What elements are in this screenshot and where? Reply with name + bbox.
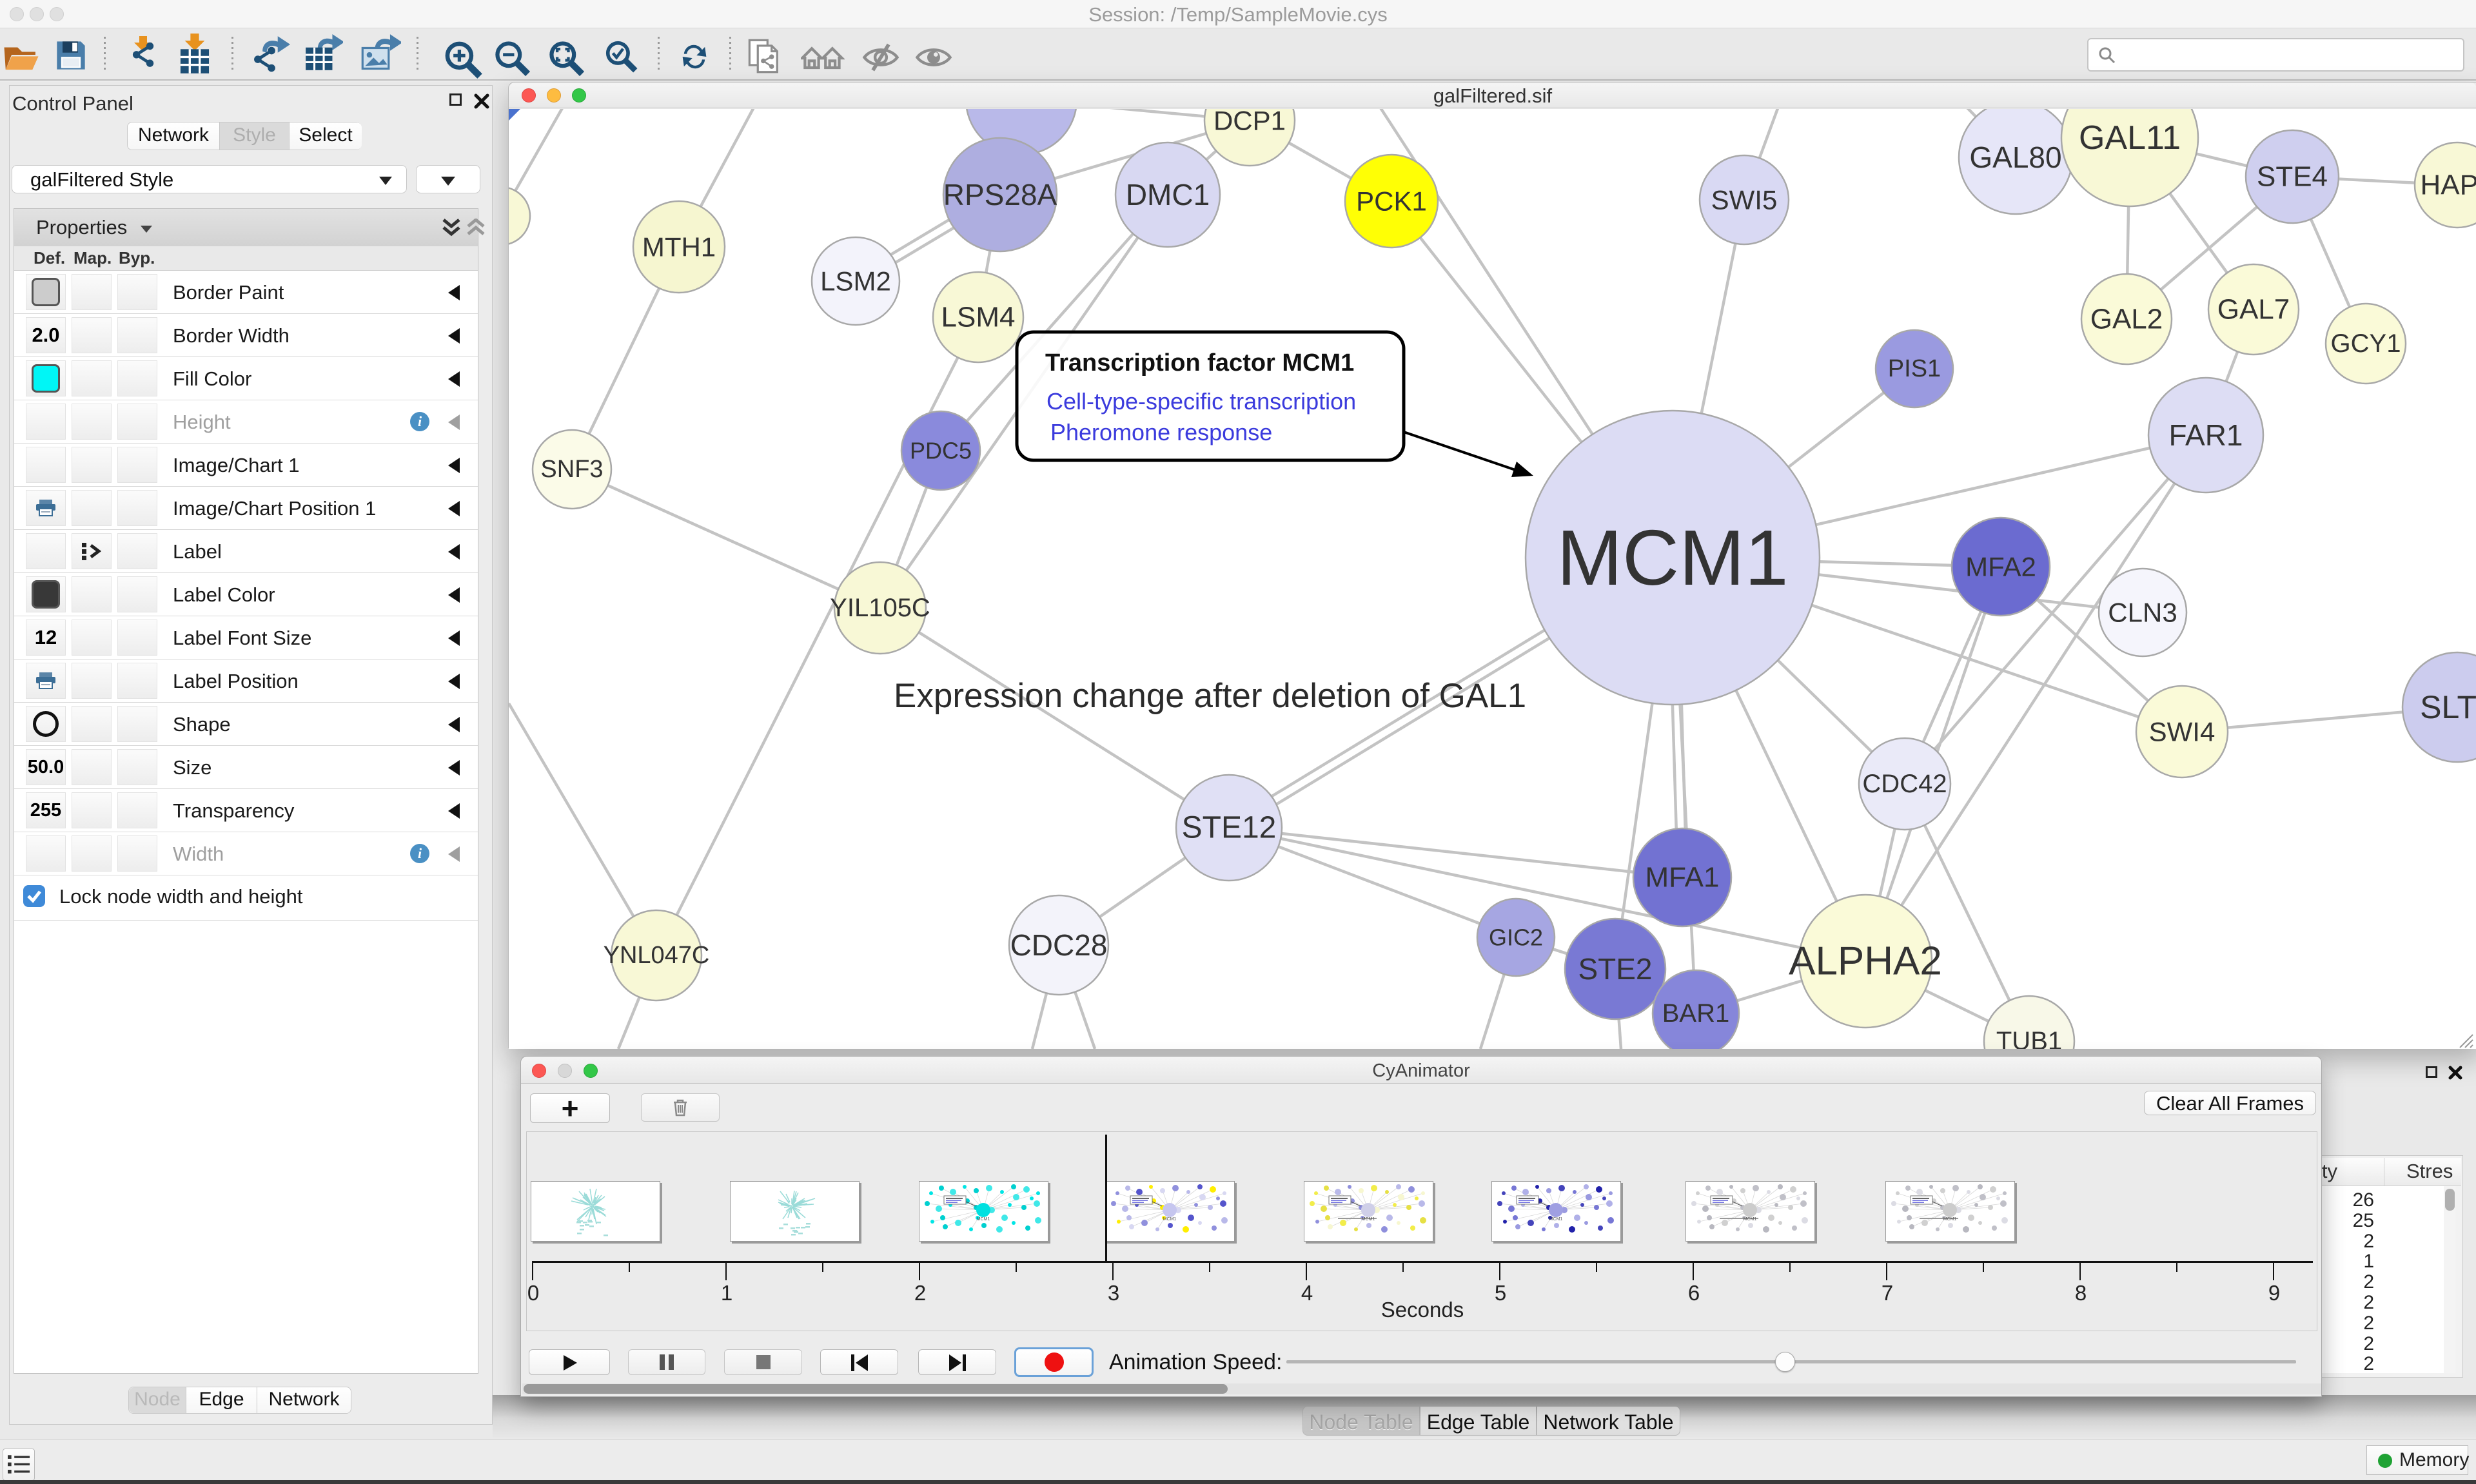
svg-text:DCP1: DCP1 — [1213, 109, 1286, 136]
svg-text:FAR1: FAR1 — [2168, 418, 2243, 452]
svg-text:GAL7: GAL7 — [2217, 294, 2290, 326]
svg-text:Transcription factor MCM1: Transcription factor MCM1 — [1045, 349, 1354, 376]
svg-text:GAL80: GAL80 — [1969, 141, 2061, 174]
svg-text:MCM1: MCM1 — [1549, 1217, 1563, 1222]
svg-text:Expression change after deleti: Expression change after deletion of GAL1 — [894, 677, 1526, 715]
svg-text:GIC2: GIC2 — [1489, 924, 1543, 951]
svg-text:STE12: STE12 — [1182, 811, 1277, 845]
svg-text:i: i — [418, 845, 422, 861]
svg-text:YNL047C: YNL047C — [604, 942, 710, 969]
svg-text:Cell-type-specific transcripti: Cell-type-specific transcription — [1046, 388, 1356, 415]
svg-text:CDC42: CDC42 — [1862, 770, 1947, 798]
svg-text:MCM1: MCM1 — [1943, 1217, 1957, 1222]
svg-text:LSM2: LSM2 — [820, 266, 891, 297]
svg-text:MTH1: MTH1 — [642, 232, 716, 262]
svg-text:MCM1: MCM1 — [1557, 514, 1788, 601]
svg-text:SWI5: SWI5 — [1711, 185, 1778, 215]
svg-text:i: i — [418, 413, 422, 429]
svg-text:ALPHA2: ALPHA2 — [1789, 939, 1942, 984]
svg-text:SNF3: SNF3 — [540, 456, 603, 483]
svg-text:RPS28A: RPS28A — [943, 178, 1057, 211]
svg-text:GAL11: GAL11 — [2079, 119, 2181, 157]
svg-text:PIS1: PIS1 — [1888, 355, 1941, 382]
svg-text:PCK1: PCK1 — [1356, 186, 1427, 217]
svg-text:HAP2: HAP2 — [2421, 170, 2476, 201]
svg-text:CDC28: CDC28 — [1010, 928, 1108, 962]
svg-text:Pheromone response: Pheromone response — [1050, 419, 1272, 445]
svg-text:SWI4: SWI4 — [2149, 717, 2216, 747]
svg-text:STE4: STE4 — [2257, 161, 2328, 193]
svg-text:MCM1: MCM1 — [1744, 1217, 1757, 1222]
svg-text:BAR1: BAR1 — [1662, 999, 1730, 1028]
svg-text:SLT2: SLT2 — [2420, 689, 2476, 725]
svg-text:PDC5: PDC5 — [910, 438, 972, 464]
svg-text:MCM1: MCM1 — [1362, 1217, 1375, 1222]
svg-text:DMC1: DMC1 — [1126, 178, 1210, 211]
svg-text:LSM4: LSM4 — [941, 302, 1016, 333]
svg-text:MFA1: MFA1 — [1646, 862, 1720, 893]
svg-text:MCM1: MCM1 — [1163, 1217, 1177, 1222]
svg-text:CLN3: CLN3 — [2108, 598, 2177, 628]
svg-text:GCY1: GCY1 — [2331, 329, 2401, 358]
svg-text:MCM1: MCM1 — [977, 1217, 990, 1222]
svg-text:STE2: STE2 — [1578, 952, 1652, 986]
svg-text:MFA2: MFA2 — [1965, 552, 2036, 582]
svg-text:TUB1: TUB1 — [1996, 1027, 2062, 1049]
svg-text:YIL105C: YIL105C — [830, 594, 930, 622]
svg-text:GAL2: GAL2 — [2090, 304, 2163, 335]
